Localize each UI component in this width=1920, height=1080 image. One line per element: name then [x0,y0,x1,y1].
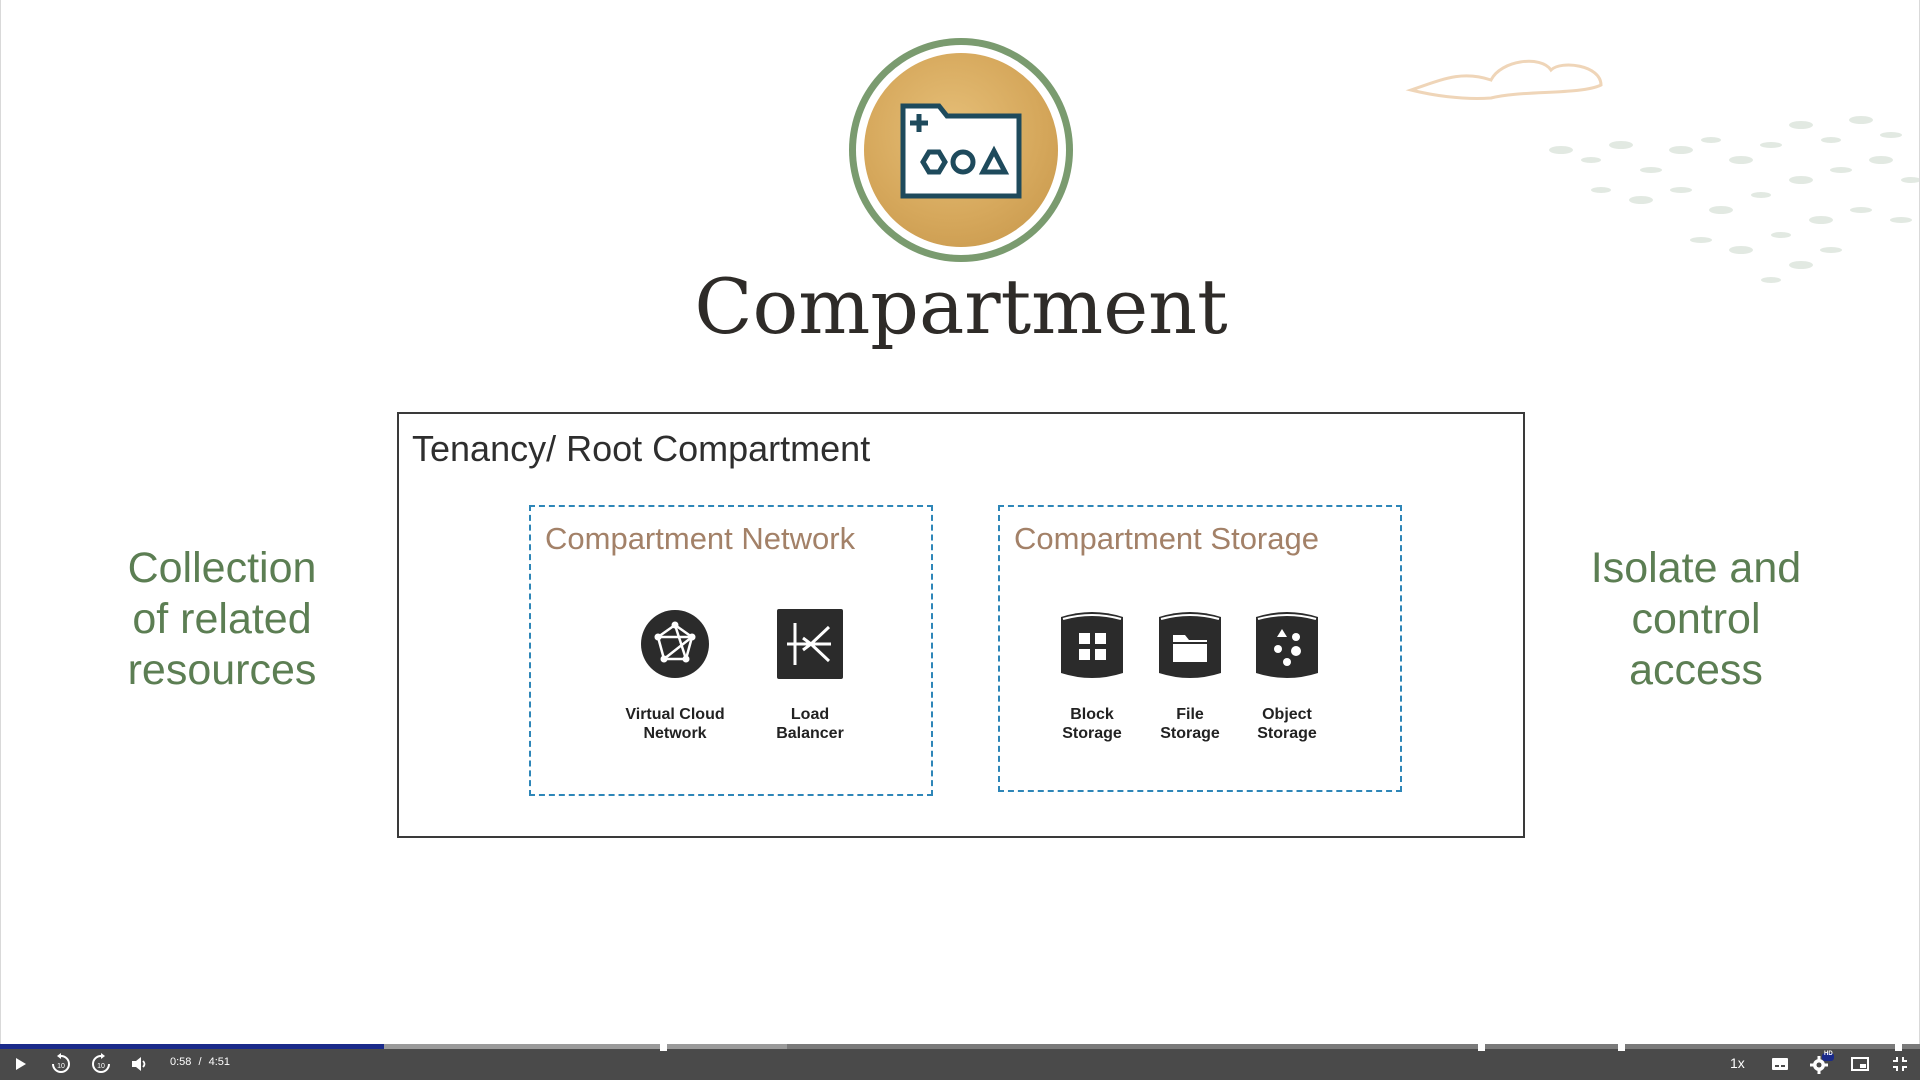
volume-button[interactable] [128,1052,152,1076]
compartment-network-box: Compartment Network [529,505,933,796]
svg-text:10: 10 [97,1063,105,1070]
resource-label: Object Storage [1257,706,1317,742]
slide-title: Compartment [694,262,1228,351]
progress-buffered [0,1044,788,1049]
current-time: 0:58 [170,1056,192,1068]
pip-button[interactable] [1848,1052,1872,1076]
chapter-marker[interactable] [1618,1044,1625,1051]
rewind-10-button[interactable]: 10 [48,1052,74,1076]
file-storage-icon [1159,612,1221,678]
tenancy-box: Tenancy/ Root Compartment Compartment Ne… [397,412,1525,838]
resource-label: Virtual Cloud Network [625,706,725,742]
resource-label: File Storage [1160,706,1220,742]
pip-icon [1851,1057,1869,1071]
settings-icon [1810,1053,1834,1074]
resource-object-storage: Object Storage [1227,607,1347,743]
tenancy-label: Tenancy/ Root Compartment [412,428,871,469]
hd-badge: HD [1824,1051,1833,1057]
slide-stage: Compartment Collection of related resour… [0,0,1920,1044]
compartment-badge [849,38,1073,262]
forward-10-icon: 10 [92,1053,110,1073]
decorative-pattern [1405,59,1919,283]
time-separator: / [198,1056,202,1068]
resource-virtual-cloud-network: Virtual Cloud Network [615,607,735,743]
play-icon [16,1058,26,1070]
resource-label: Block Storage [1062,706,1122,742]
captions-button[interactable] [1768,1052,1792,1076]
progress-played [0,1044,384,1049]
right-caption: Isolate and control access [1590,544,1802,694]
compartment-network-label: Compartment Network [545,521,856,556]
resource-load-balancer: Load Balancer [750,607,870,743]
exit-fullscreen-button[interactable] [1888,1052,1912,1076]
progress-bar[interactable] [0,1044,1920,1051]
resource-label: Load Balancer [776,706,844,742]
left-caption: Collection of related resources [127,544,317,694]
time-display: 0:58 / 4:51 [170,1056,230,1068]
compartment-storage-box: Compartment Storage Block Storage [998,505,1402,792]
rewind-10-icon: 10 [52,1053,70,1073]
chapter-marker[interactable] [1478,1044,1485,1051]
resource-file-storage: File Storage [1130,607,1250,743]
forward-10-button[interactable]: 10 [88,1052,114,1076]
captions-icon [1772,1058,1788,1070]
resource-block-storage: Block Storage [1032,607,1152,743]
svg-text:10: 10 [57,1063,65,1070]
load-balancer-icon [777,609,843,679]
settings-button[interactable]: HD [1808,1051,1836,1076]
compartment-storage-label: Compartment Storage [1014,521,1319,556]
object-storage-icon [1256,612,1318,678]
playback-speed-button[interactable]: 1x [1730,1055,1745,1071]
exit-fullscreen-icon [1893,1057,1907,1071]
duration: 4:51 [208,1056,231,1068]
video-player-bar [0,1044,1920,1080]
chapter-marker[interactable] [1895,1044,1902,1051]
play-button[interactable] [8,1052,32,1076]
compartment-folder-icon [900,103,1022,199]
vcn-icon [641,610,709,678]
block-storage-icon [1061,612,1123,678]
volume-icon [132,1057,146,1071]
chapter-marker[interactable] [660,1044,667,1051]
